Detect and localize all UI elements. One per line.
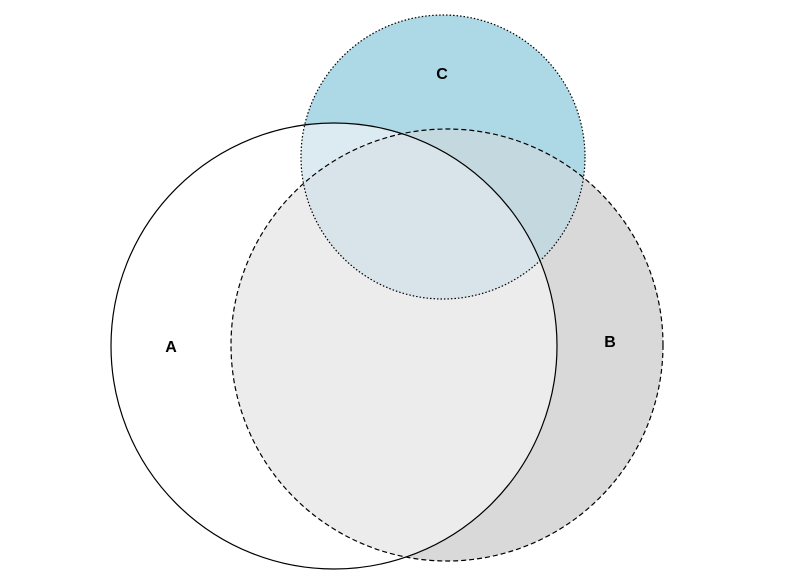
set-c-label: C <box>436 66 448 83</box>
set-b-label: B <box>604 334 616 351</box>
set-b-outline <box>230 128 664 562</box>
set-a-label: A <box>165 339 177 356</box>
set-a-outline <box>110 122 558 570</box>
overlap-a-b-c <box>301 129 557 299</box>
set-c-outline <box>300 14 586 300</box>
